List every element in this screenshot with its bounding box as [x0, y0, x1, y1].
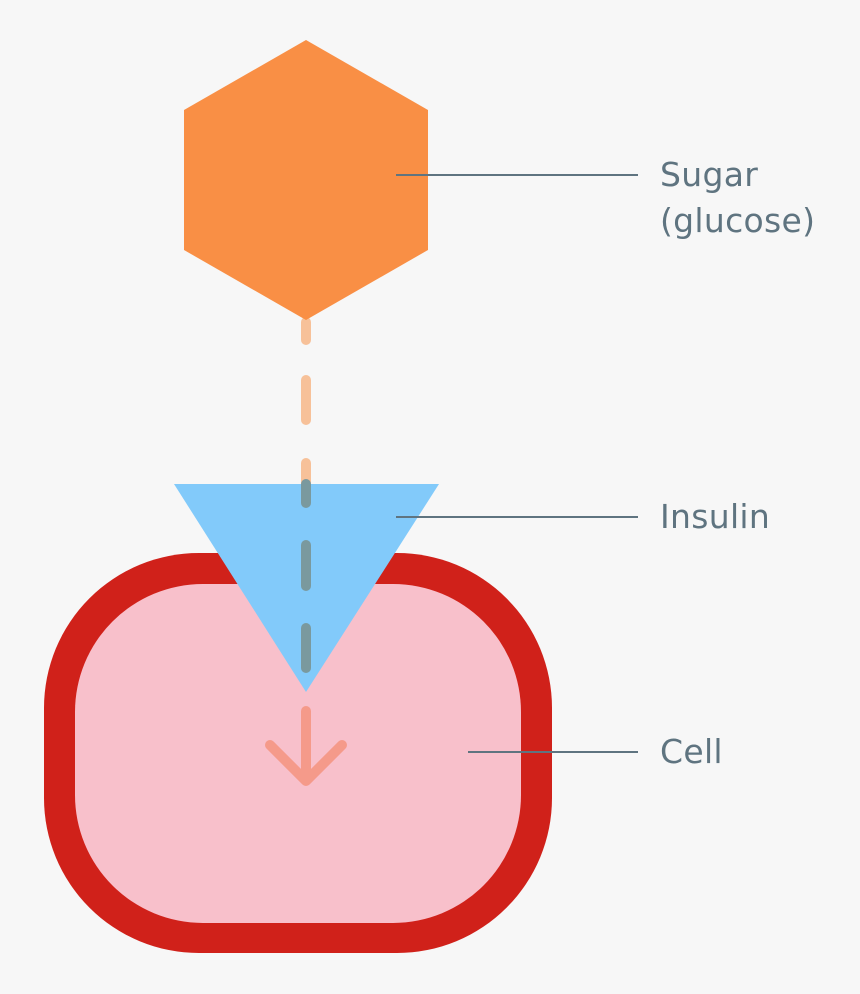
- cell-label-text: Cell: [660, 732, 723, 771]
- sugar-label-line-1: Sugar: [660, 155, 759, 194]
- insulin-label-text: Insulin: [660, 497, 771, 536]
- glucose-hexagon: [184, 40, 428, 320]
- arrow-down-icon: [265, 706, 347, 786]
- leader-lines: [396, 174, 638, 753]
- cell-interior: [75, 584, 521, 923]
- cell: [44, 553, 552, 953]
- sugar-label-line-2: (glucose): [660, 201, 816, 240]
- sugar-label: Sugar (glucose): [660, 152, 815, 244]
- insulin-label: Insulin: [660, 494, 770, 540]
- cell-label: Cell: [660, 729, 723, 775]
